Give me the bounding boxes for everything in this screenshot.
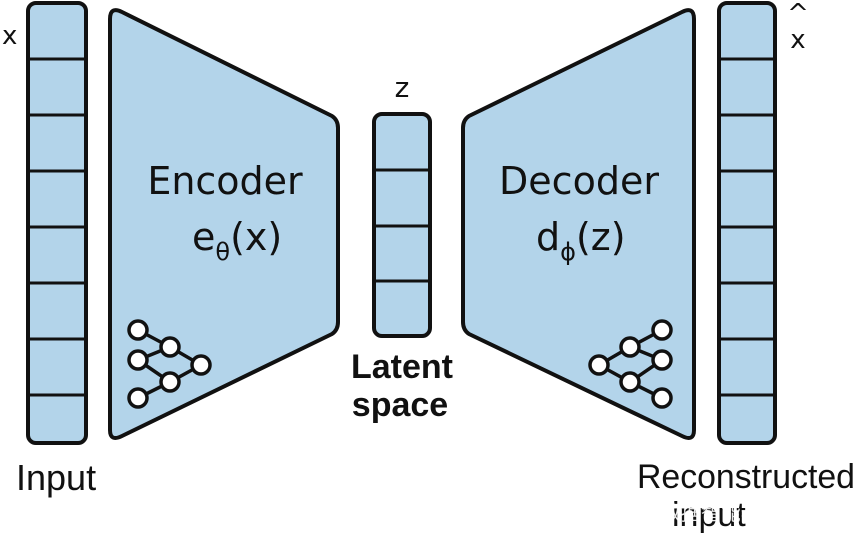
network-node [651, 387, 673, 409]
network-node [651, 319, 673, 341]
encoder-function-subscript: θ [215, 238, 230, 266]
decoder-function-name: d [536, 215, 560, 259]
encoder-block [108, 8, 340, 440]
encoder-function-name: e [192, 215, 215, 259]
network-node [127, 349, 149, 371]
neural-network-icon [127, 319, 212, 409]
network-node [190, 354, 212, 376]
decoder-function-argument: (z) [576, 215, 626, 259]
neural-network-icon [588, 319, 673, 409]
input-vector [26, 1, 88, 445]
input-vector-frame [26, 1, 88, 445]
output-variable-label: x [790, 25, 805, 55]
network-node [619, 336, 641, 358]
input-caption: Input [16, 457, 96, 498]
decoder-title: Decoder [499, 159, 659, 203]
network-node [651, 349, 673, 371]
output-hat-accent: ^ [787, 0, 809, 29]
network-node [127, 319, 149, 341]
encoder-function-argument: (x) [230, 215, 282, 259]
output-caption-line1: Reconstructed [637, 458, 855, 496]
watermark-text: 掘金技术社区 @ 数据智能老司机 [508, 501, 801, 525]
encoder-function: eθ(x) [192, 215, 282, 266]
decoder-function: dϕ(z) [536, 215, 626, 266]
network-node [159, 336, 181, 358]
encoder-title: Encoder [147, 159, 303, 203]
output-vector [717, 1, 777, 445]
latent-caption-line1: Latent [351, 348, 453, 386]
output-caption-line2: input [672, 496, 746, 534]
latent-caption-line2: space [352, 386, 448, 424]
output-vector-frame [717, 1, 777, 445]
latent-vector [372, 112, 432, 338]
network-node [159, 371, 181, 393]
latent-variable-label: z [395, 71, 410, 104]
decoder-block [461, 8, 696, 440]
input-variable-label: x [2, 21, 17, 51]
network-node [619, 371, 641, 393]
decoder-function-subscript: ϕ [560, 238, 576, 266]
network-node [127, 387, 149, 409]
network-node [588, 354, 610, 376]
